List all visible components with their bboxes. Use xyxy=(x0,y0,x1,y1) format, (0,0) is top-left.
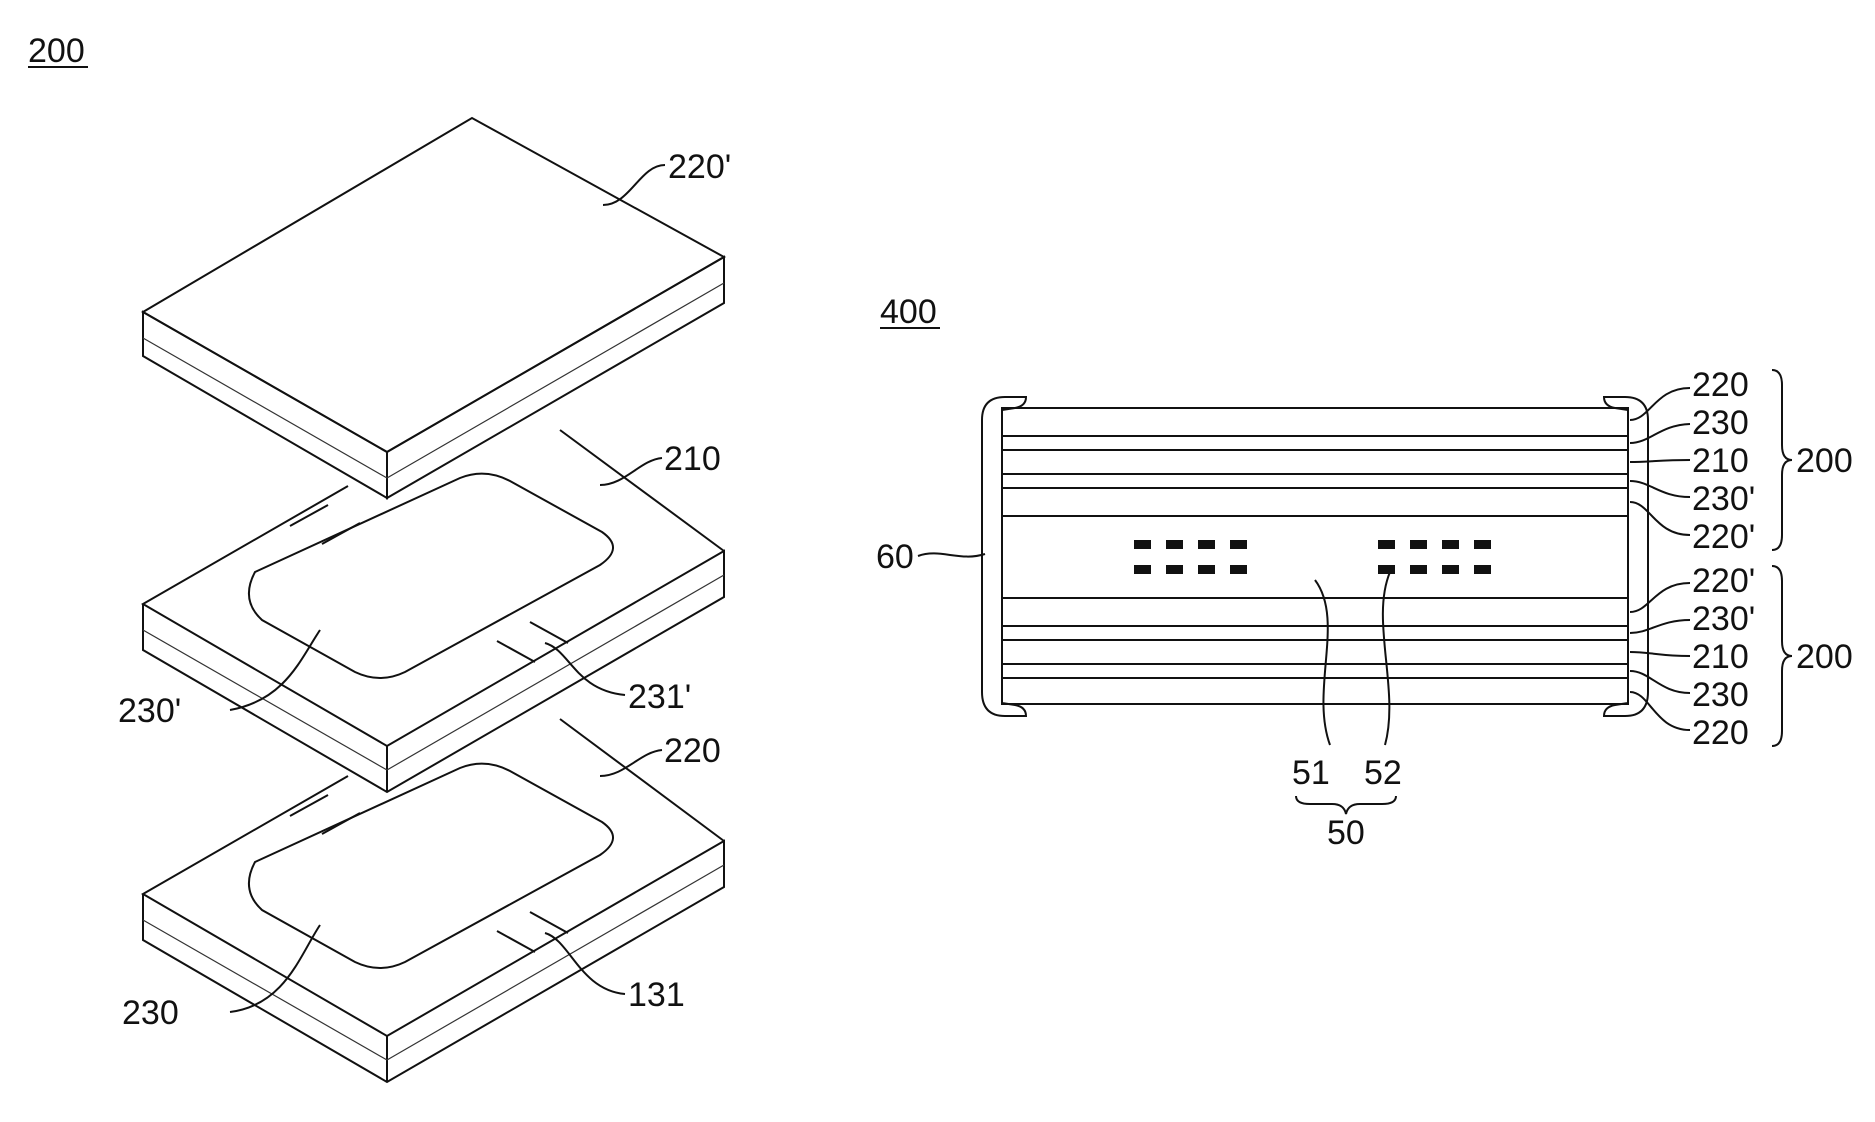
core-region xyxy=(1002,516,1628,598)
leader-bottom-tab xyxy=(545,933,625,994)
bottom-stack-layer-210 xyxy=(1002,640,1628,664)
bottom-stack-group-label: 200 xyxy=(1796,638,1853,676)
bottom-layer xyxy=(143,719,724,1082)
bottom-stack-layer-220 xyxy=(1002,678,1628,704)
bottom-stack-layer-220p xyxy=(1002,598,1628,626)
leader-middle-tab xyxy=(545,643,625,695)
leader-top-5 xyxy=(1630,502,1690,535)
top-stack-group-label: 200 xyxy=(1796,442,1853,480)
top-stack-label-2: 230 xyxy=(1692,404,1749,442)
figure-ref-400: 400 xyxy=(880,293,937,331)
core-brace xyxy=(1296,796,1396,814)
label-top-cover: 220' xyxy=(668,148,731,186)
bottom-stack-label-2: 230' xyxy=(1692,600,1755,638)
label-core-group: 50 xyxy=(1327,814,1365,852)
leader-shell xyxy=(918,553,985,556)
bottom-stack-label-1: 220' xyxy=(1692,562,1755,600)
label-bottom-layer: 220 xyxy=(664,732,721,770)
label-shell: 60 xyxy=(876,538,914,576)
core-particles xyxy=(1134,540,1491,574)
label-bottom-tab: 131 xyxy=(628,976,685,1014)
bottom-tab-line-2 xyxy=(322,813,360,834)
bottom-tab-line-4 xyxy=(530,912,568,933)
bottom-stack-layer-230 xyxy=(1002,664,1628,678)
top-stack-label-5: 220' xyxy=(1692,518,1755,556)
top-stack-label-3: 210 xyxy=(1692,442,1749,480)
label-middle-electrode: 230' xyxy=(118,692,181,730)
bottom-stack-label-3: 210 xyxy=(1692,638,1749,676)
bottom-stack-label-5: 220 xyxy=(1692,714,1749,752)
leader-bottom-5 xyxy=(1630,692,1690,730)
top-stack-layer-230 xyxy=(1002,436,1628,450)
top-stack-layer-220 xyxy=(1002,408,1628,436)
top-stack-layer-220p xyxy=(1002,488,1628,516)
leader-core-a xyxy=(1315,580,1330,745)
label-core-b: 52 xyxy=(1364,754,1402,792)
label-middle-tab: 231' xyxy=(628,678,691,716)
top-stack-label-4: 230' xyxy=(1692,480,1755,518)
leader-top-cover xyxy=(603,165,665,205)
leader-bottom-4 xyxy=(1630,671,1690,693)
middle-tab-line-4 xyxy=(530,622,568,643)
leader-bottom-1 xyxy=(1630,583,1690,612)
exploded-view: 200 220' 210 230' 231' xyxy=(28,32,731,1082)
bottom-stack-brace xyxy=(1772,566,1792,746)
top-stack-label-1: 220 xyxy=(1692,366,1749,404)
leader-middle-layer xyxy=(600,458,662,485)
top-cover-layer xyxy=(143,118,724,498)
bottom-tab-line-3 xyxy=(497,931,535,952)
label-bottom-electrode: 230 xyxy=(122,994,179,1032)
label-middle-layer: 210 xyxy=(664,440,721,478)
bottom-stack-layer-230p xyxy=(1002,626,1628,640)
top-stack-layer-230p xyxy=(1002,474,1628,488)
cross-section: 400 60 xyxy=(876,293,1853,852)
shell-right xyxy=(1604,397,1648,716)
top-stack-layer-210 xyxy=(1002,450,1628,474)
middle-layer xyxy=(143,430,724,792)
middle-tab-line-2 xyxy=(322,523,360,544)
leader-bottom-3 xyxy=(1630,652,1690,656)
leader-top-1 xyxy=(1630,388,1690,420)
shell-left xyxy=(982,397,1026,716)
label-core-a: 51 xyxy=(1292,754,1330,792)
bottom-stack-label-4: 230 xyxy=(1692,676,1749,714)
leader-bottom-2 xyxy=(1630,620,1690,633)
top-stack-brace xyxy=(1772,370,1792,550)
figure-ref-200: 200 xyxy=(28,32,85,70)
middle-tab-line-3 xyxy=(497,641,535,662)
leader-top-4 xyxy=(1630,481,1690,497)
leader-top-3 xyxy=(1630,460,1690,462)
leader-top-2 xyxy=(1630,424,1690,443)
